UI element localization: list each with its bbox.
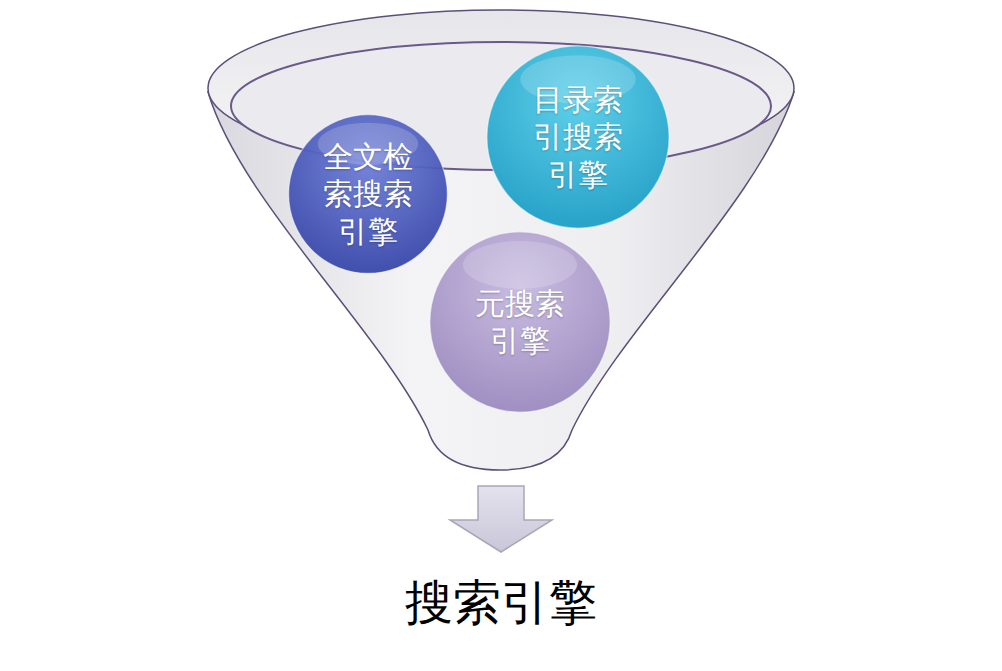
circle-outline [487,46,669,228]
circle-outline [430,232,610,412]
circle-outline [289,115,448,274]
circle-label: 全文检索搜索引擎 [321,138,414,251]
down-arrow [450,486,552,552]
result-caption: 搜索引擎 [405,574,597,632]
circle-label: 元搜索引擎 [474,285,567,360]
directory-circle: 目录索引搜索引擎 [485,44,671,230]
circle-gloss [463,241,577,289]
circle-shape [428,230,612,414]
meta-circle: 元搜索引擎 [428,230,612,414]
fulltext-circle: 全文检索搜索引擎 [287,113,449,275]
circle-label: 目录索引搜索引擎 [532,81,625,194]
